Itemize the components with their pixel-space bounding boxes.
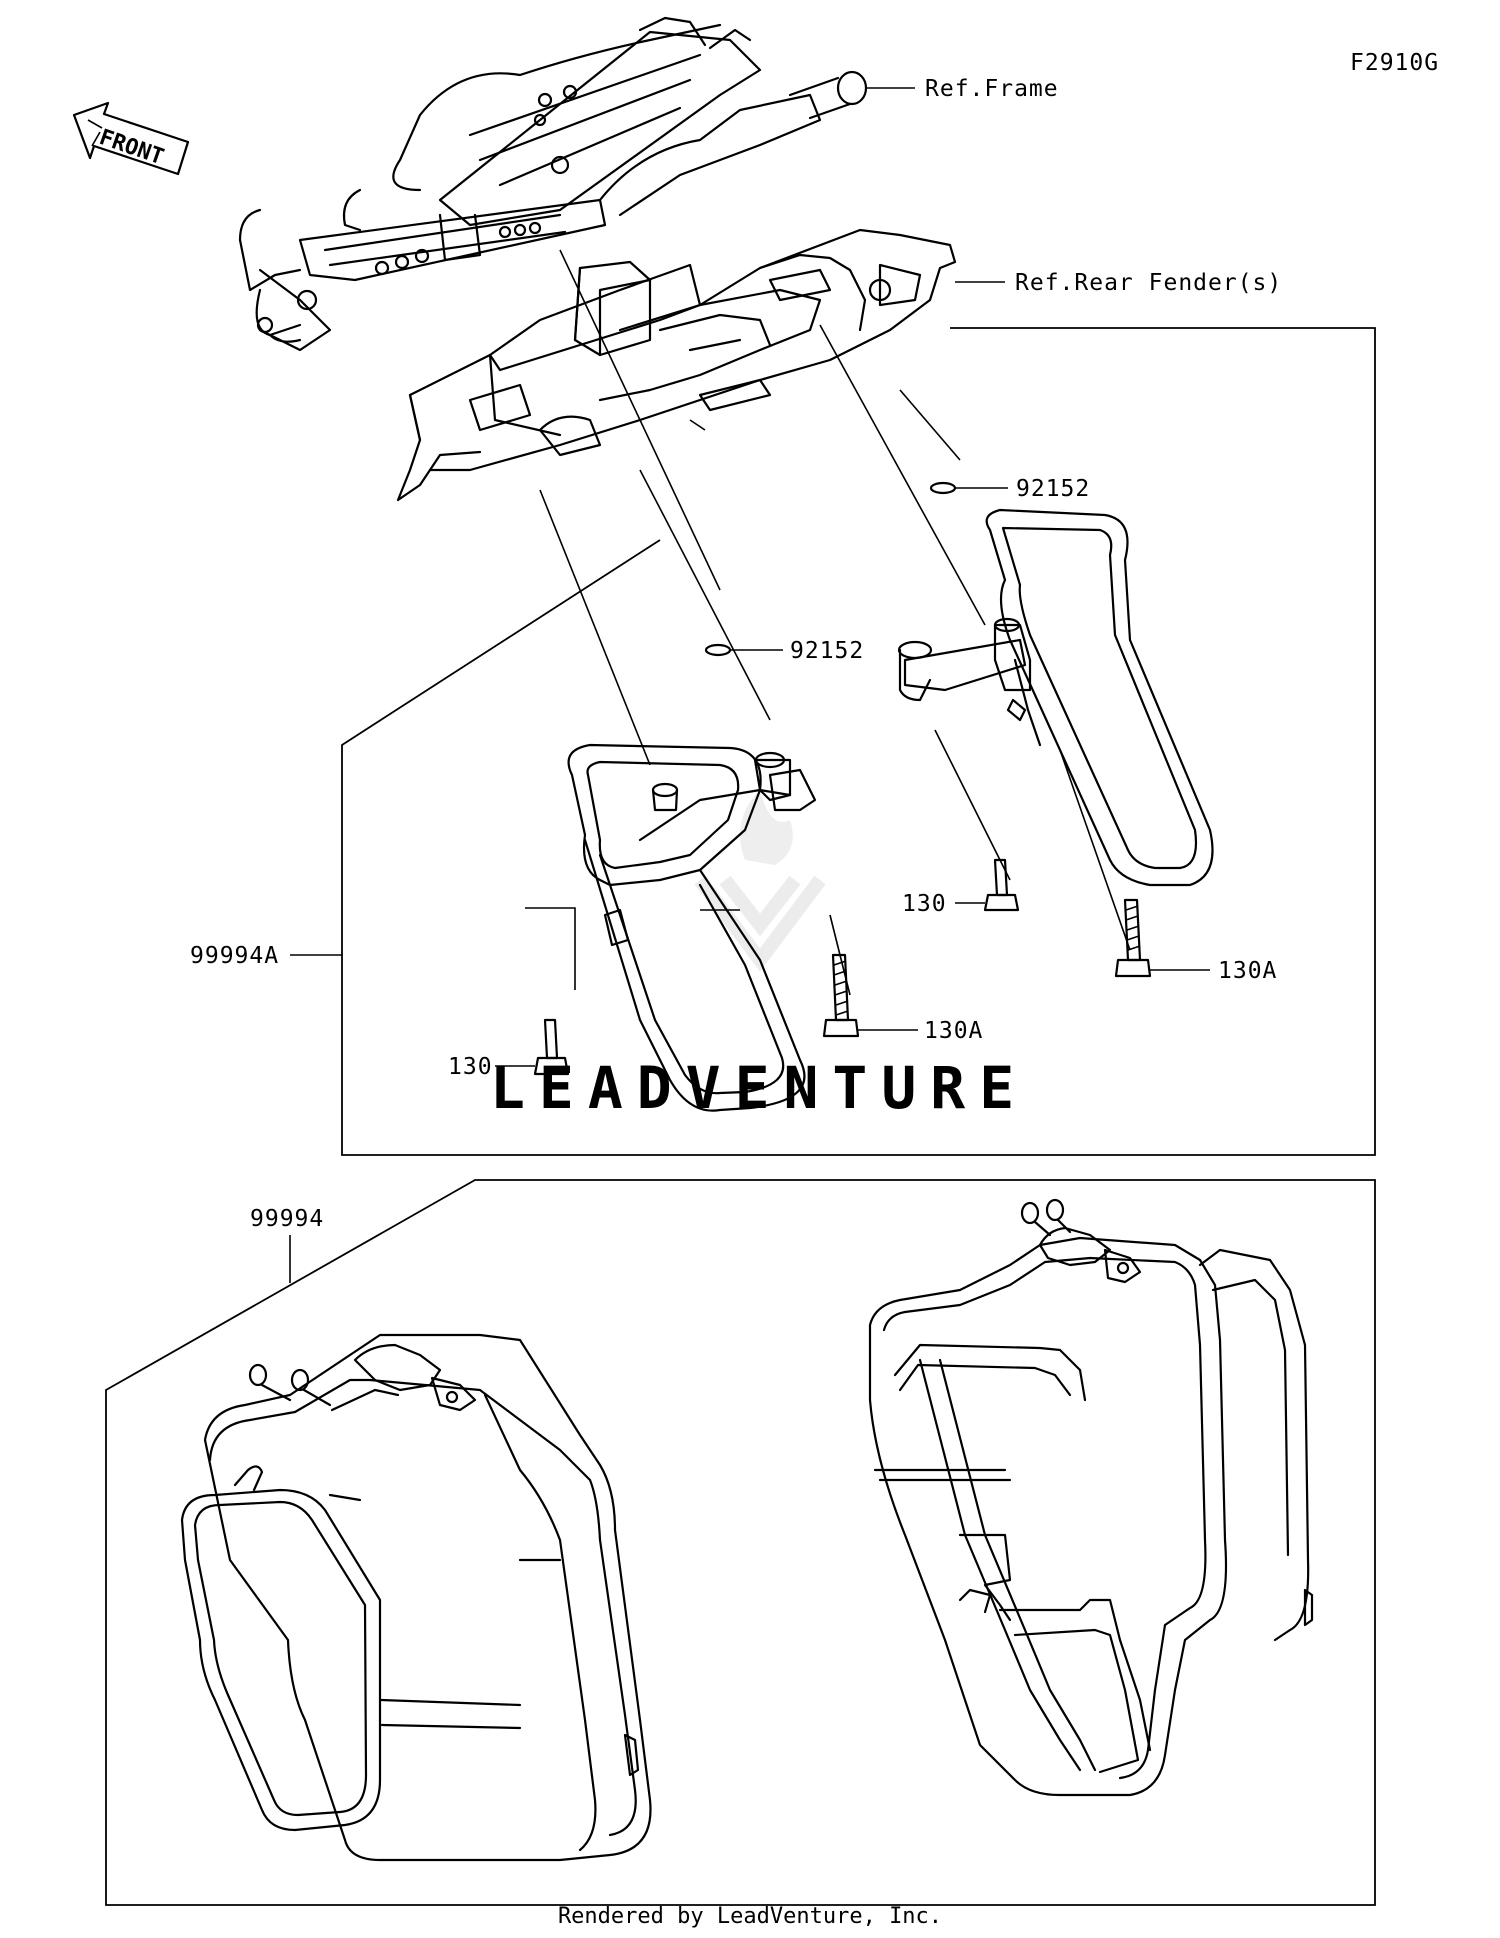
leadventure-watermark: LEADVENTURE [490,790,1028,1122]
washer-92152-mid [704,643,732,657]
rear-fender-ref-part [396,228,957,502]
bolt-130-left [533,1018,570,1076]
watermark-text: LEADVENTURE [490,1054,1028,1122]
washer-92152-right [929,481,957,495]
frame-ref-part [238,16,868,352]
callout-92152-mid: 92152 [790,638,864,664]
callout-130-left: 130 [448,1054,493,1080]
callout-ref-frame: Ref.Frame [925,76,1059,102]
assembly-99994a-box [341,327,1376,1156]
bolt-130a-mid [822,953,860,1038]
callout-ref-rear-fender: Ref.Rear Fender(s) [1015,270,1282,296]
callout-99994a: 99994A [190,943,279,969]
bracket-left [567,743,817,1112]
bracket-right [897,508,1214,887]
front-arrow-icon: FRONT [72,101,190,176]
bolt-130a-right [1114,898,1152,978]
assembly-99994-box [105,1179,1376,1906]
footer-credit: Rendered by LeadVenture, Inc. [557,1904,943,1929]
figure-id: F2910G [1350,50,1439,76]
bolt-130-right [983,858,1020,912]
callout-130a-right: 130A [1218,958,1277,984]
callout-92152-right: 92152 [1016,476,1090,502]
callout-130a-mid: 130A [924,1018,983,1044]
alignment-lines [525,249,1131,996]
pannier-right [868,1198,1314,1797]
callout-99994: 99994 [250,1206,324,1232]
pannier-left [180,1333,652,1862]
callout-130-right: 130 [902,891,947,917]
